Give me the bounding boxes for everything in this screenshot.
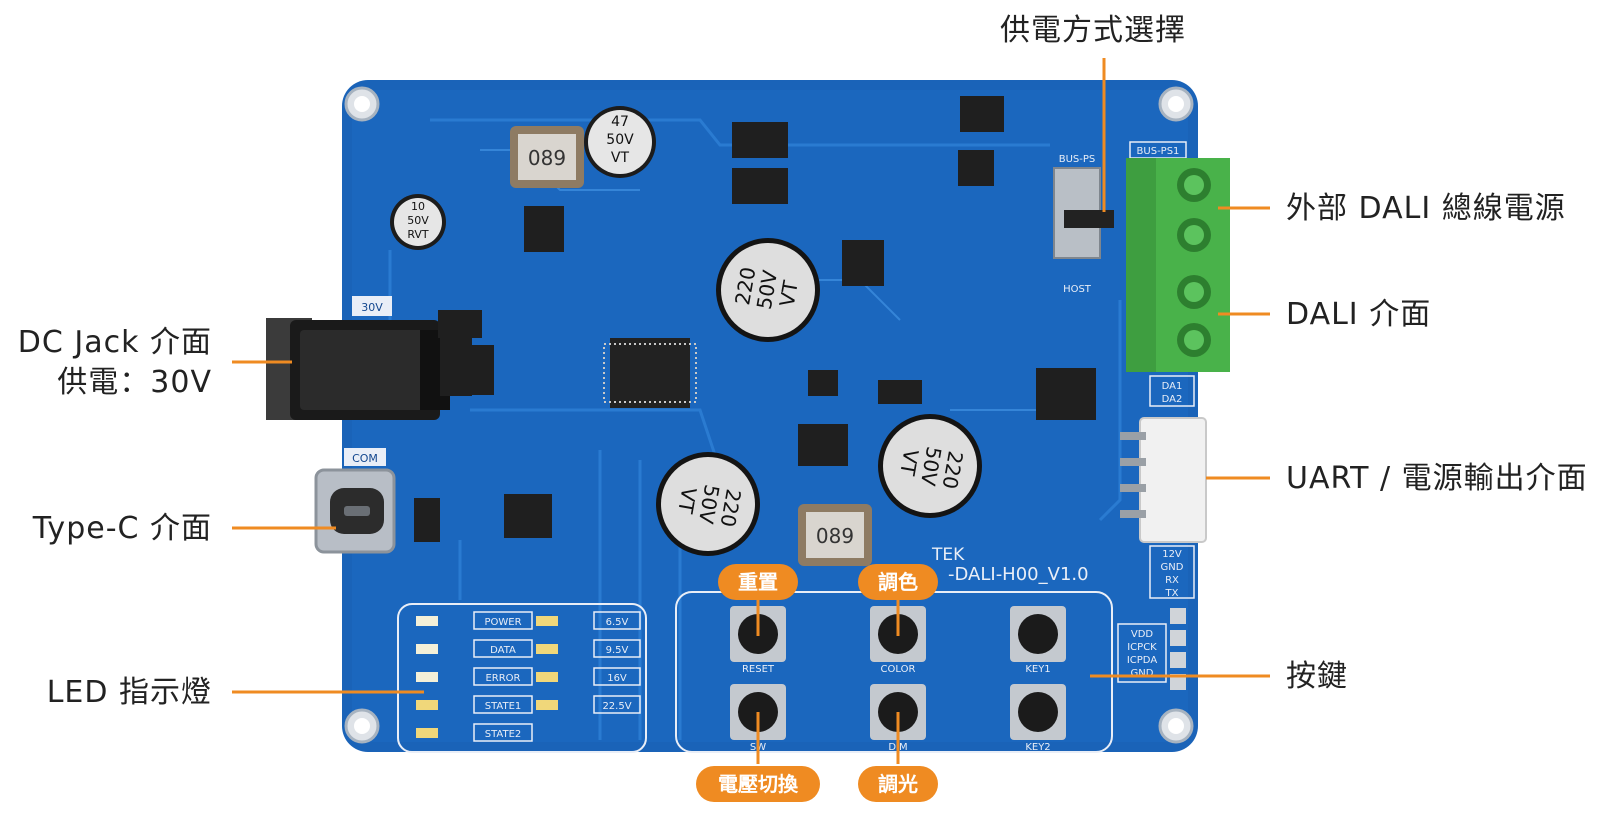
uart-connector: [1120, 417, 1207, 543]
uart-pin-box: [1149, 545, 1195, 599]
svg-text:089: 089: [528, 146, 566, 170]
power-select-switch: [1053, 167, 1114, 259]
led-label-6v5: 6.5V: [606, 617, 629, 628]
silk-color: COLOR: [881, 664, 916, 675]
callout-power-select: 供電方式選擇: [1000, 13, 1186, 48]
tact-button-key2: [1010, 684, 1066, 740]
mount-hole: [1158, 86, 1194, 122]
mount-hole: [1158, 708, 1194, 744]
callout-buttons: 按鍵: [1286, 659, 1348, 694]
led-label-boxes: [473, 611, 641, 742]
callout-external-dali-bus-power: 外部 DALI 總線電源: [1286, 191, 1566, 226]
silk-key2: KEY2: [1025, 742, 1050, 753]
pill-dimming: 調光: [858, 766, 938, 802]
svg-text:47: 47: [611, 114, 629, 130]
capacitor-10: 10 50V RVT: [390, 194, 446, 250]
prog-pin-box: [1117, 623, 1167, 683]
dali-pin-box: [1149, 375, 1195, 407]
capacitor-47: 47 50V VT: [584, 106, 656, 178]
silk-com-box: [344, 448, 386, 466]
mount-hole: [344, 86, 380, 122]
callout-type-c: Type-C 介面: [32, 511, 212, 546]
tact-button-key1: [1010, 606, 1066, 662]
dc-jack: [266, 318, 450, 420]
svg-text:RVT: RVT: [407, 228, 429, 241]
callout-dc-jack-line1: DC Jack 介面: [17, 325, 212, 360]
callout-dc-jack-line2: 供電：30V: [57, 365, 212, 400]
led-label-state2: STATE2: [485, 729, 522, 740]
led-label-16v: 16V: [607, 673, 627, 684]
type-c-port: [314, 468, 396, 554]
silk-30v: 30V: [361, 301, 383, 314]
silk-tx: TX: [1165, 588, 1179, 599]
led-label-9v5: 9.5V: [606, 645, 629, 656]
silk-key1: KEY1: [1025, 664, 1050, 675]
silk-model: -DALI-H00_V1.0: [948, 564, 1089, 585]
silk-da2: DA2: [1162, 394, 1183, 405]
led-label-power: POWER: [484, 617, 521, 628]
terminal-block-bus: [1126, 158, 1230, 268]
capacitor-220-c: 220 50V VT: [878, 414, 982, 518]
svg-text:VT: VT: [775, 278, 803, 308]
svg-text:VT: VT: [673, 486, 701, 516]
silk-da1: DA1: [1162, 381, 1183, 392]
led-region: [397, 603, 647, 753]
inductor-2: 089: [798, 504, 872, 566]
silk-icpda: ICPDA: [1127, 655, 1157, 666]
callout-led-indicator: LED 指示燈: [46, 675, 212, 710]
silk-icpck: ICPCK: [1127, 642, 1157, 653]
pill-voltage-switch: 電壓切換: [696, 766, 820, 802]
capacitor-220-a: 220 50V VT: [716, 238, 820, 342]
silk-vdd: VDD: [1131, 629, 1154, 640]
silk-reset: RESET: [742, 664, 775, 675]
led-label-22v5: 22.5V: [602, 701, 631, 712]
silk-host: HOST: [1063, 284, 1092, 295]
svg-text:50V: 50V: [606, 132, 634, 148]
svg-text:VT: VT: [895, 448, 923, 478]
silk-bus-ps: BUS-PS: [1059, 154, 1096, 165]
svg-text:50V: 50V: [407, 214, 429, 227]
led-label-state1: STATE1: [485, 701, 522, 712]
capacitor-220-b: 220 50V VT: [656, 452, 760, 556]
svg-text:089: 089: [816, 524, 854, 548]
mcu-chip: [603, 338, 697, 408]
svg-text:VT: VT: [611, 150, 630, 166]
ic-chips: [414, 96, 1096, 542]
led-indicators: [416, 616, 558, 738]
pill-reset: 重置: [718, 564, 798, 600]
silk-30v-box: [352, 296, 392, 316]
silk-gnd: GND: [1161, 562, 1184, 573]
pill-color: 調色: [858, 564, 938, 600]
svg-text:10: 10: [411, 200, 425, 213]
prog-header: [1170, 608, 1186, 690]
callout-uart-power-out: UART / 電源輸出介面: [1286, 461, 1588, 496]
led-label-data: DATA: [490, 645, 516, 656]
callout-lines: [232, 58, 1270, 764]
callout-dali-interface: DALI 介面: [1286, 297, 1432, 332]
silk-rx: RX: [1165, 575, 1179, 586]
silk-12v: 12V: [1162, 549, 1182, 560]
silk-brand: TEK: [931, 545, 965, 565]
silk-prog-gnd: GND: [1131, 668, 1154, 679]
led-label-error: ERROR: [485, 673, 520, 684]
inductor-1: 089: [510, 126, 584, 188]
silk-bus-ps1: BUS-PS1: [1137, 146, 1180, 157]
terminal-block-dali: [1126, 268, 1230, 372]
silk-com: COM: [352, 452, 378, 465]
mount-hole: [344, 708, 380, 744]
